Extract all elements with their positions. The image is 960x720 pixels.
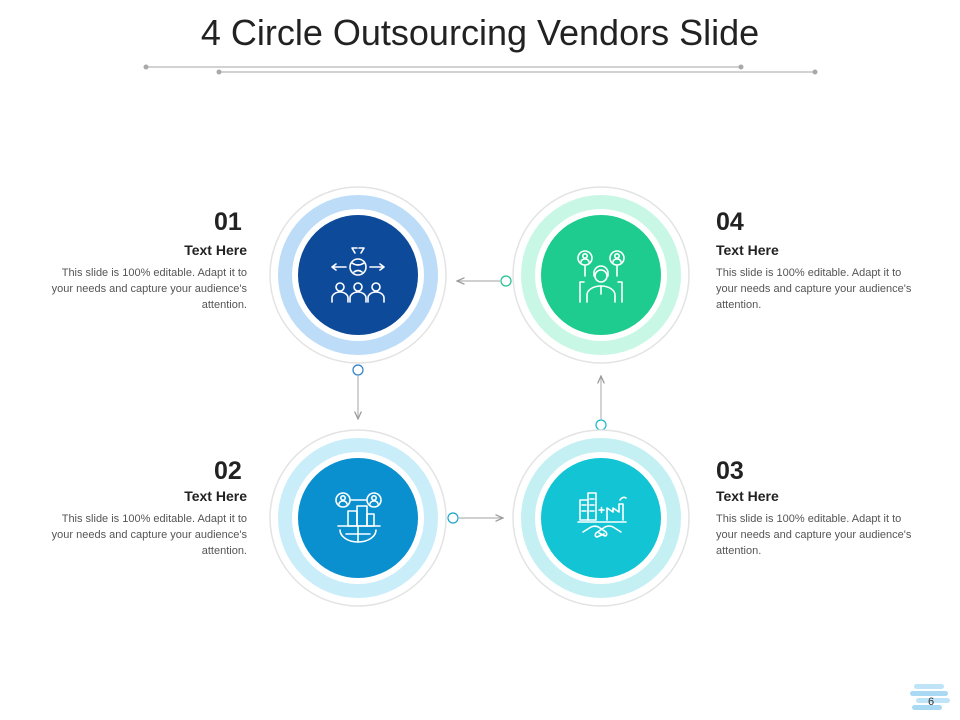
- step-number-04: 04: [716, 208, 744, 236]
- step-text-01: This slide is 100% editable. Adapt it to…: [51, 267, 247, 311]
- connector-02-03: [447, 512, 503, 524]
- global-business-icon: [335, 492, 382, 543]
- circle-03: [512, 429, 690, 607]
- brand-mark-icon: [910, 684, 950, 710]
- step-text-02: This slide is 100% editable. Adapt it to…: [51, 513, 247, 557]
- step-number-02: 02: [214, 457, 242, 485]
- step-text-03: This slide is 100% editable. Adapt it to…: [716, 513, 912, 557]
- slide-title: 4 Circle Outsourcing Vendors Slide: [200, 12, 760, 53]
- connector-01-02: [352, 364, 364, 419]
- page-number: 6: [928, 696, 935, 708]
- business-deal-icon: [577, 492, 627, 538]
- connector-03-04: [595, 376, 607, 431]
- step-number-01: 01: [214, 208, 242, 236]
- connector-04-01: [457, 275, 512, 287]
- step-text-04: This slide is 100% editable. Adapt it to…: [716, 267, 912, 311]
- step-heading-03: Text Here: [716, 488, 779, 504]
- circle-01: [269, 186, 447, 364]
- circle-02: [269, 429, 447, 607]
- step-heading-04: Text Here: [716, 242, 779, 258]
- step-heading-01: Text Here: [184, 242, 247, 258]
- vendor-support-icon: [577, 250, 625, 303]
- global-team-icon: [331, 247, 385, 303]
- title-underline: [143, 64, 818, 75]
- circle-04: [512, 186, 690, 364]
- step-number-03: 03: [716, 457, 744, 485]
- step-heading-02: Text Here: [184, 488, 247, 504]
